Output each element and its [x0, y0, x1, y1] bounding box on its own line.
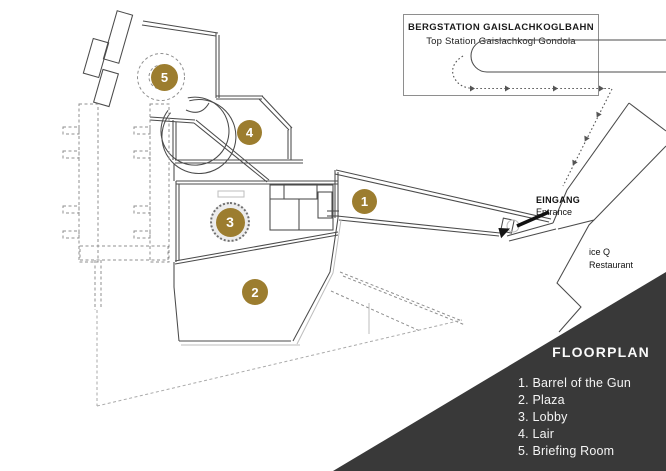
- restaurant-label-line2: Restaurant: [589, 259, 634, 270]
- room-marker-5: 5: [151, 64, 178, 91]
- legend-item-5: 5. Briefing Room: [518, 444, 615, 458]
- legend-list: 1. Barrel of the Gun 2. Plaza 3. Lobby 4…: [518, 375, 631, 460]
- room-marker-1: 1: [352, 189, 377, 214]
- top-station-title: BERGSTATION GAISLACHKOGLBAHN: [407, 22, 595, 33]
- entrance-label: EINGANG Entrance: [536, 194, 580, 218]
- plaza-walls: [173, 217, 466, 346]
- entrance-label-en: Entrance: [536, 207, 573, 217]
- barrel-of-the-gun-walls: [327, 169, 557, 242]
- legend-title: FLOORPLAN: [552, 344, 650, 360]
- top-left-structure: [82, 10, 134, 108]
- walkway-edges: [552, 102, 666, 333]
- entrance-label-de: EINGANG: [536, 195, 581, 205]
- lobby-walls: [174, 180, 339, 265]
- restaurant-label: ice Q Restaurant: [589, 246, 633, 271]
- restaurant-label-line1: ice Q: [589, 247, 611, 257]
- legend-item-2: 2. Plaza: [518, 393, 565, 407]
- legend-item-4: 4. Lair: [518, 427, 555, 441]
- top-station-box: BERGSTATION GAISLACHKOGLBAHN Top Station…: [403, 14, 599, 96]
- lair-walls: [141, 20, 303, 183]
- gondola-route-dotted-path: [452, 55, 613, 187]
- legend-item-1: 1. Barrel of the Gun: [518, 376, 632, 390]
- terrace-dashed-structures: [62, 103, 463, 407]
- room-marker-3: 3: [215, 207, 245, 237]
- entrance-arrow-icon: [498, 210, 550, 239]
- room-marker-2: 2: [242, 279, 268, 305]
- room-marker-3-ring: 3: [210, 202, 250, 242]
- room-marker-4: 4: [237, 120, 262, 145]
- top-station-subtitle: Top Station Gaislachkogl Gondola: [426, 36, 576, 47]
- gondola-track-icon: [470, 39, 666, 73]
- legend-item-3: 3. Lobby: [518, 410, 568, 424]
